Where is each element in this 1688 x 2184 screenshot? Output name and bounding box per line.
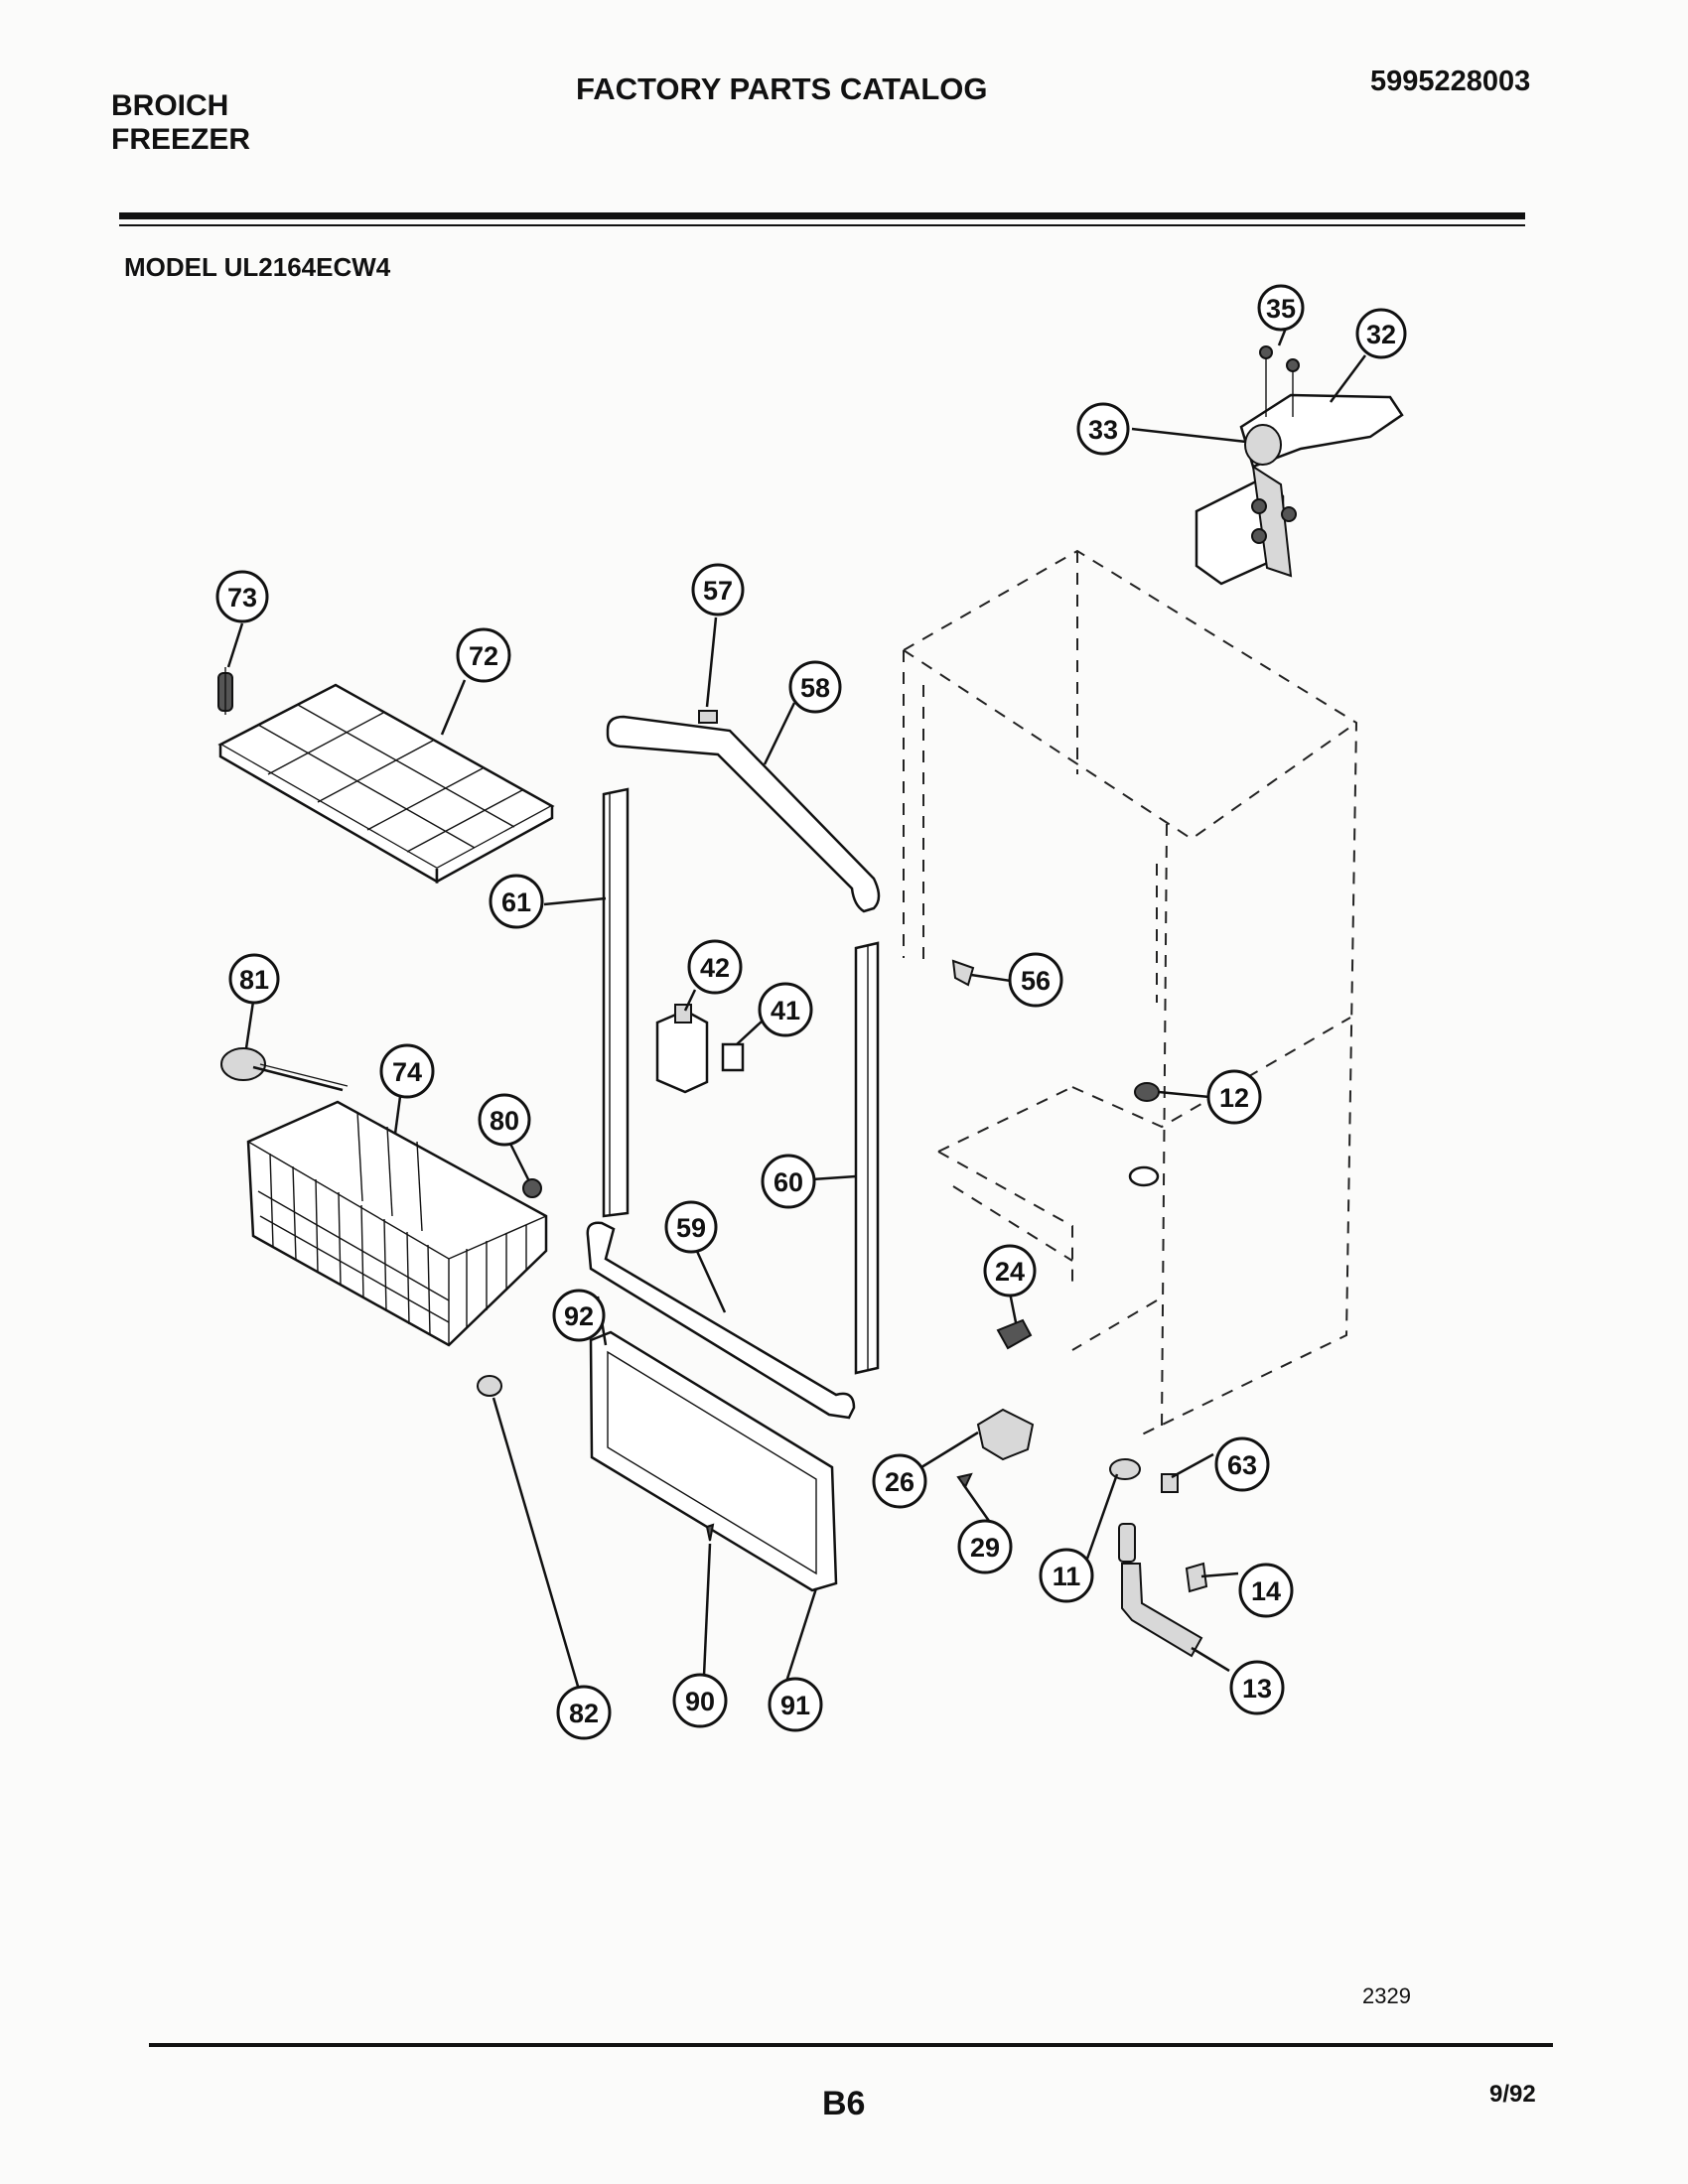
callout-label: 14 bbox=[1251, 1576, 1281, 1606]
callout-61[interactable]: 61 bbox=[489, 874, 544, 929]
callout-label: 63 bbox=[1227, 1450, 1257, 1480]
cabinet-outline bbox=[903, 549, 1358, 1435]
callout-label: 33 bbox=[1088, 415, 1118, 445]
callout-74[interactable]: 74 bbox=[379, 1043, 435, 1099]
page-number: B6 bbox=[822, 2085, 866, 2122]
callout-label: 92 bbox=[564, 1301, 594, 1331]
hinge-pin-part bbox=[996, 1318, 1033, 1350]
callout-label: 11 bbox=[1053, 1562, 1081, 1591]
door-gasket-left bbox=[602, 787, 630, 1218]
callout-label: 41 bbox=[771, 996, 800, 1025]
drain-funnel-part bbox=[1109, 1458, 1141, 1480]
screw-56-part bbox=[951, 959, 975, 987]
revision-date: 9/92 bbox=[1489, 2081, 1536, 2108]
callout-58[interactable]: 58 bbox=[788, 660, 842, 714]
callout-label: 57 bbox=[703, 576, 733, 606]
callout-42[interactable]: 42 bbox=[687, 939, 743, 995]
callout-32[interactable]: 32 bbox=[1355, 308, 1407, 359]
screw-57-part bbox=[698, 710, 718, 724]
drain-hole bbox=[1128, 1165, 1160, 1187]
callout-13[interactable]: 13 bbox=[1229, 1660, 1285, 1715]
drawing-number: 2329 bbox=[1362, 1983, 1411, 2008]
screw-29-part bbox=[956, 1472, 973, 1489]
catalog-number: 5995228003 bbox=[1370, 66, 1531, 97]
callout-label: 81 bbox=[239, 965, 269, 995]
drain-hose-part bbox=[1121, 1563, 1203, 1658]
callout-81[interactable]: 81 bbox=[228, 953, 280, 1005]
brand-name: BROICH bbox=[111, 89, 229, 122]
callout-90[interactable]: 90 bbox=[672, 1673, 728, 1728]
page-title: FACTORY PARTS CATALOG bbox=[576, 71, 988, 106]
callout-60[interactable]: 60 bbox=[761, 1154, 816, 1209]
door-gasket-top bbox=[606, 715, 881, 913]
callout-35[interactable]: 35 bbox=[1257, 284, 1305, 332]
callout-label: 80 bbox=[490, 1106, 519, 1136]
callout-label: 61 bbox=[501, 887, 531, 917]
callout-24[interactable]: 24 bbox=[983, 1244, 1037, 1297]
callout-label: 73 bbox=[227, 583, 257, 613]
footer-divider bbox=[149, 2043, 1553, 2047]
callout-80[interactable]: 80 bbox=[478, 1093, 531, 1147]
bottom-hinge-part bbox=[976, 1408, 1035, 1461]
callout-label: 13 bbox=[1242, 1674, 1272, 1704]
callout-72[interactable]: 72 bbox=[456, 627, 511, 683]
callout-59[interactable]: 59 bbox=[664, 1200, 718, 1254]
callout-label: 82 bbox=[569, 1699, 599, 1728]
product-type: FREEZER bbox=[111, 123, 251, 156]
callout-92[interactable]: 92 bbox=[552, 1289, 606, 1342]
callout-91[interactable]: 91 bbox=[768, 1677, 823, 1732]
callout-label: 59 bbox=[676, 1213, 706, 1243]
header-divider-thin bbox=[119, 224, 1525, 226]
header-divider bbox=[119, 212, 1525, 219]
grommet-part bbox=[1161, 1473, 1179, 1493]
basket-slide-part bbox=[220, 1047, 349, 1092]
callout-label: 32 bbox=[1366, 320, 1396, 349]
callout-label: 26 bbox=[885, 1467, 914, 1497]
screw-part bbox=[705, 1523, 715, 1542]
callout-73[interactable]: 73 bbox=[215, 570, 269, 623]
door-panel-part bbox=[589, 1330, 838, 1592]
callout-label: 58 bbox=[800, 673, 830, 703]
door-gasket-right bbox=[854, 941, 880, 1375]
top-hinge-assembly bbox=[1195, 345, 1404, 586]
callout-11[interactable]: 11 bbox=[1039, 1548, 1094, 1603]
drain-fitting-part bbox=[1134, 1082, 1160, 1102]
callout-26[interactable]: 26 bbox=[872, 1453, 927, 1509]
callout-label: 42 bbox=[700, 953, 730, 983]
clamp-part bbox=[1185, 1562, 1208, 1593]
clip-part bbox=[477, 1375, 502, 1397]
callout-33[interactable]: 33 bbox=[1076, 402, 1130, 456]
callout-57[interactable]: 57 bbox=[691, 563, 745, 616]
tube-upper bbox=[1118, 1523, 1136, 1563]
callout-label: 35 bbox=[1266, 294, 1296, 324]
callout-12[interactable]: 12 bbox=[1206, 1069, 1262, 1125]
shelf-clip-part bbox=[217, 667, 233, 715]
callout-63[interactable]: 63 bbox=[1214, 1436, 1270, 1492]
callout-label: 12 bbox=[1219, 1083, 1249, 1113]
model-label: MODEL UL2164ECW4 bbox=[124, 252, 391, 282]
callout-41[interactable]: 41 bbox=[758, 982, 813, 1037]
callout-label: 90 bbox=[685, 1687, 715, 1716]
knob-part bbox=[721, 1042, 745, 1072]
callout-label: 74 bbox=[392, 1057, 422, 1087]
callout-label: 72 bbox=[469, 641, 498, 671]
callout-label: 56 bbox=[1021, 966, 1051, 996]
callout-82[interactable]: 82 bbox=[556, 1685, 612, 1740]
callout-label: 60 bbox=[774, 1167, 803, 1197]
callout-56[interactable]: 56 bbox=[1008, 952, 1063, 1008]
callout-label: 91 bbox=[780, 1691, 810, 1720]
basket-stop-part bbox=[522, 1178, 542, 1198]
basket-part bbox=[246, 1100, 548, 1347]
door-gasket-bottom bbox=[586, 1221, 856, 1420]
shelf-part bbox=[217, 683, 555, 885]
callout-label: 24 bbox=[995, 1257, 1025, 1287]
thermostat-part bbox=[655, 1004, 709, 1094]
callout-14[interactable]: 14 bbox=[1238, 1563, 1294, 1618]
callout-29[interactable]: 29 bbox=[957, 1519, 1013, 1574]
callout-label: 29 bbox=[970, 1533, 1000, 1563]
